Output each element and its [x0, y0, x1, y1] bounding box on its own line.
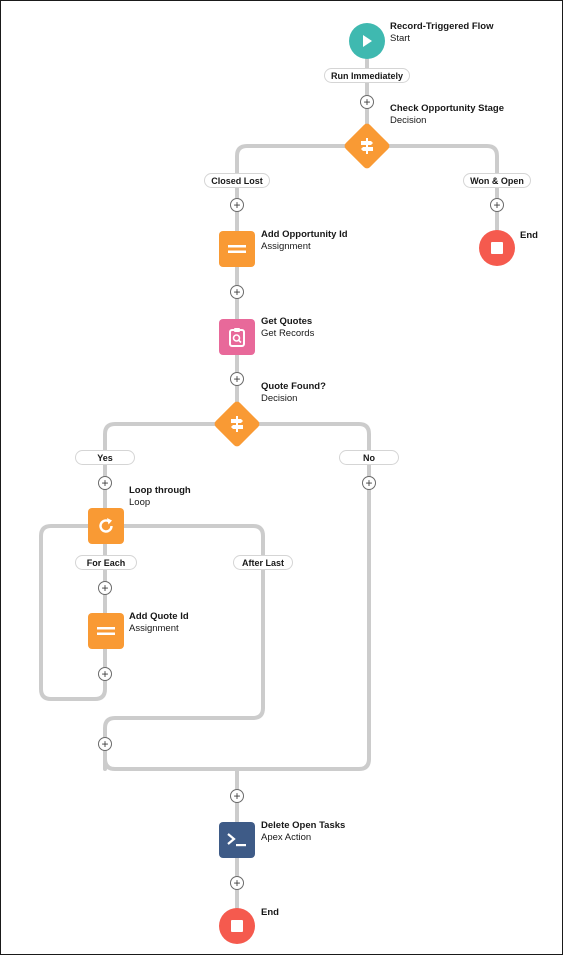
assignment-icon — [97, 625, 115, 637]
start-subtitle: Start — [390, 33, 411, 44]
add-opp-id-subtitle: Assignment — [261, 241, 311, 252]
end-node-final[interactable] — [219, 908, 255, 944]
add-element-button[interactable]: + — [98, 581, 112, 595]
won-open-pill: Won & Open — [463, 173, 531, 188]
no-pill: No — [339, 450, 399, 465]
quote-found-node[interactable] — [212, 399, 262, 449]
add-element-button[interactable]: + — [360, 95, 374, 109]
loop-subtitle: Loop — [129, 497, 151, 508]
add-opportunity-id-node[interactable] — [219, 231, 255, 267]
add-opp-id-title: Add Opportunity Id — [261, 229, 348, 240]
decision-icon — [358, 137, 376, 155]
closed-lost-pill: Closed Lost — [204, 173, 270, 188]
check-opportunity-stage-node[interactable] — [342, 121, 392, 171]
check-stage-subtitle: Decision — [390, 115, 427, 126]
quote-found-label: Quote Found? Decision — [261, 381, 326, 405]
get-records-icon — [228, 327, 246, 347]
apex-icon — [227, 833, 247, 847]
after-last-pill: After Last — [233, 555, 293, 570]
delete-tasks-label: Delete Open Tasks Apex Action — [261, 820, 345, 844]
check-stage-label: Check Opportunity Stage Decision — [390, 103, 504, 127]
play-icon — [360, 34, 374, 48]
end-won-title: End — [520, 230, 538, 241]
end-final-title: End — [261, 907, 279, 918]
add-element-button[interactable]: + — [230, 198, 244, 212]
end-final-label: End — [261, 907, 279, 919]
check-stage-title: Check Opportunity Stage — [390, 103, 505, 114]
add-quote-id-title: Add Quote Id — [129, 611, 189, 622]
delete-open-tasks-node[interactable] — [219, 822, 255, 858]
add-quote-id-node[interactable] — [88, 613, 124, 649]
for-each-pill: For Each — [75, 555, 137, 570]
delete-tasks-title: Delete Open Tasks — [261, 820, 346, 831]
loop-label: Loop through Loop — [129, 485, 191, 509]
get-quotes-label: Get Quotes Get Records — [261, 316, 314, 340]
start-node[interactable] — [349, 23, 385, 59]
end-node-won[interactable] — [479, 230, 515, 266]
stop-icon — [490, 241, 504, 255]
get-quotes-subtitle: Get Records — [261, 328, 315, 339]
add-quote-id-subtitle: Assignment — [129, 623, 179, 634]
get-quotes-node[interactable] — [219, 319, 255, 355]
loop-through-node[interactable] — [88, 508, 124, 544]
add-element-button[interactable]: + — [230, 285, 244, 299]
add-quote-id-label: Add Quote Id Assignment — [129, 611, 189, 635]
add-element-button[interactable]: + — [230, 876, 244, 890]
delete-tasks-subtitle: Apex Action — [261, 832, 312, 843]
quote-found-subtitle: Decision — [261, 393, 298, 404]
run-immediately-pill: Run Immediately — [324, 68, 410, 83]
start-title: Record-Triggered Flow — [390, 21, 494, 32]
quote-found-title: Quote Found? — [261, 381, 326, 392]
stop-icon — [230, 919, 244, 933]
end-won-label: End — [520, 230, 538, 242]
add-element-button[interactable]: + — [98, 737, 112, 751]
add-element-button[interactable]: + — [230, 372, 244, 386]
loop-title: Loop through — [129, 485, 191, 496]
assignment-icon — [228, 243, 246, 255]
add-element-button[interactable]: + — [230, 789, 244, 803]
loop-icon — [96, 516, 116, 536]
add-opp-id-label: Add Opportunity Id Assignment — [261, 229, 348, 253]
add-element-button[interactable]: + — [490, 198, 504, 212]
add-element-button[interactable]: + — [98, 667, 112, 681]
add-element-button[interactable]: + — [362, 476, 376, 490]
start-label: Record-Triggered Flow Start — [390, 21, 493, 45]
decision-icon — [228, 415, 246, 433]
add-element-button[interactable]: + — [98, 476, 112, 490]
get-quotes-title: Get Quotes — [261, 316, 313, 327]
yes-pill: Yes — [75, 450, 135, 465]
